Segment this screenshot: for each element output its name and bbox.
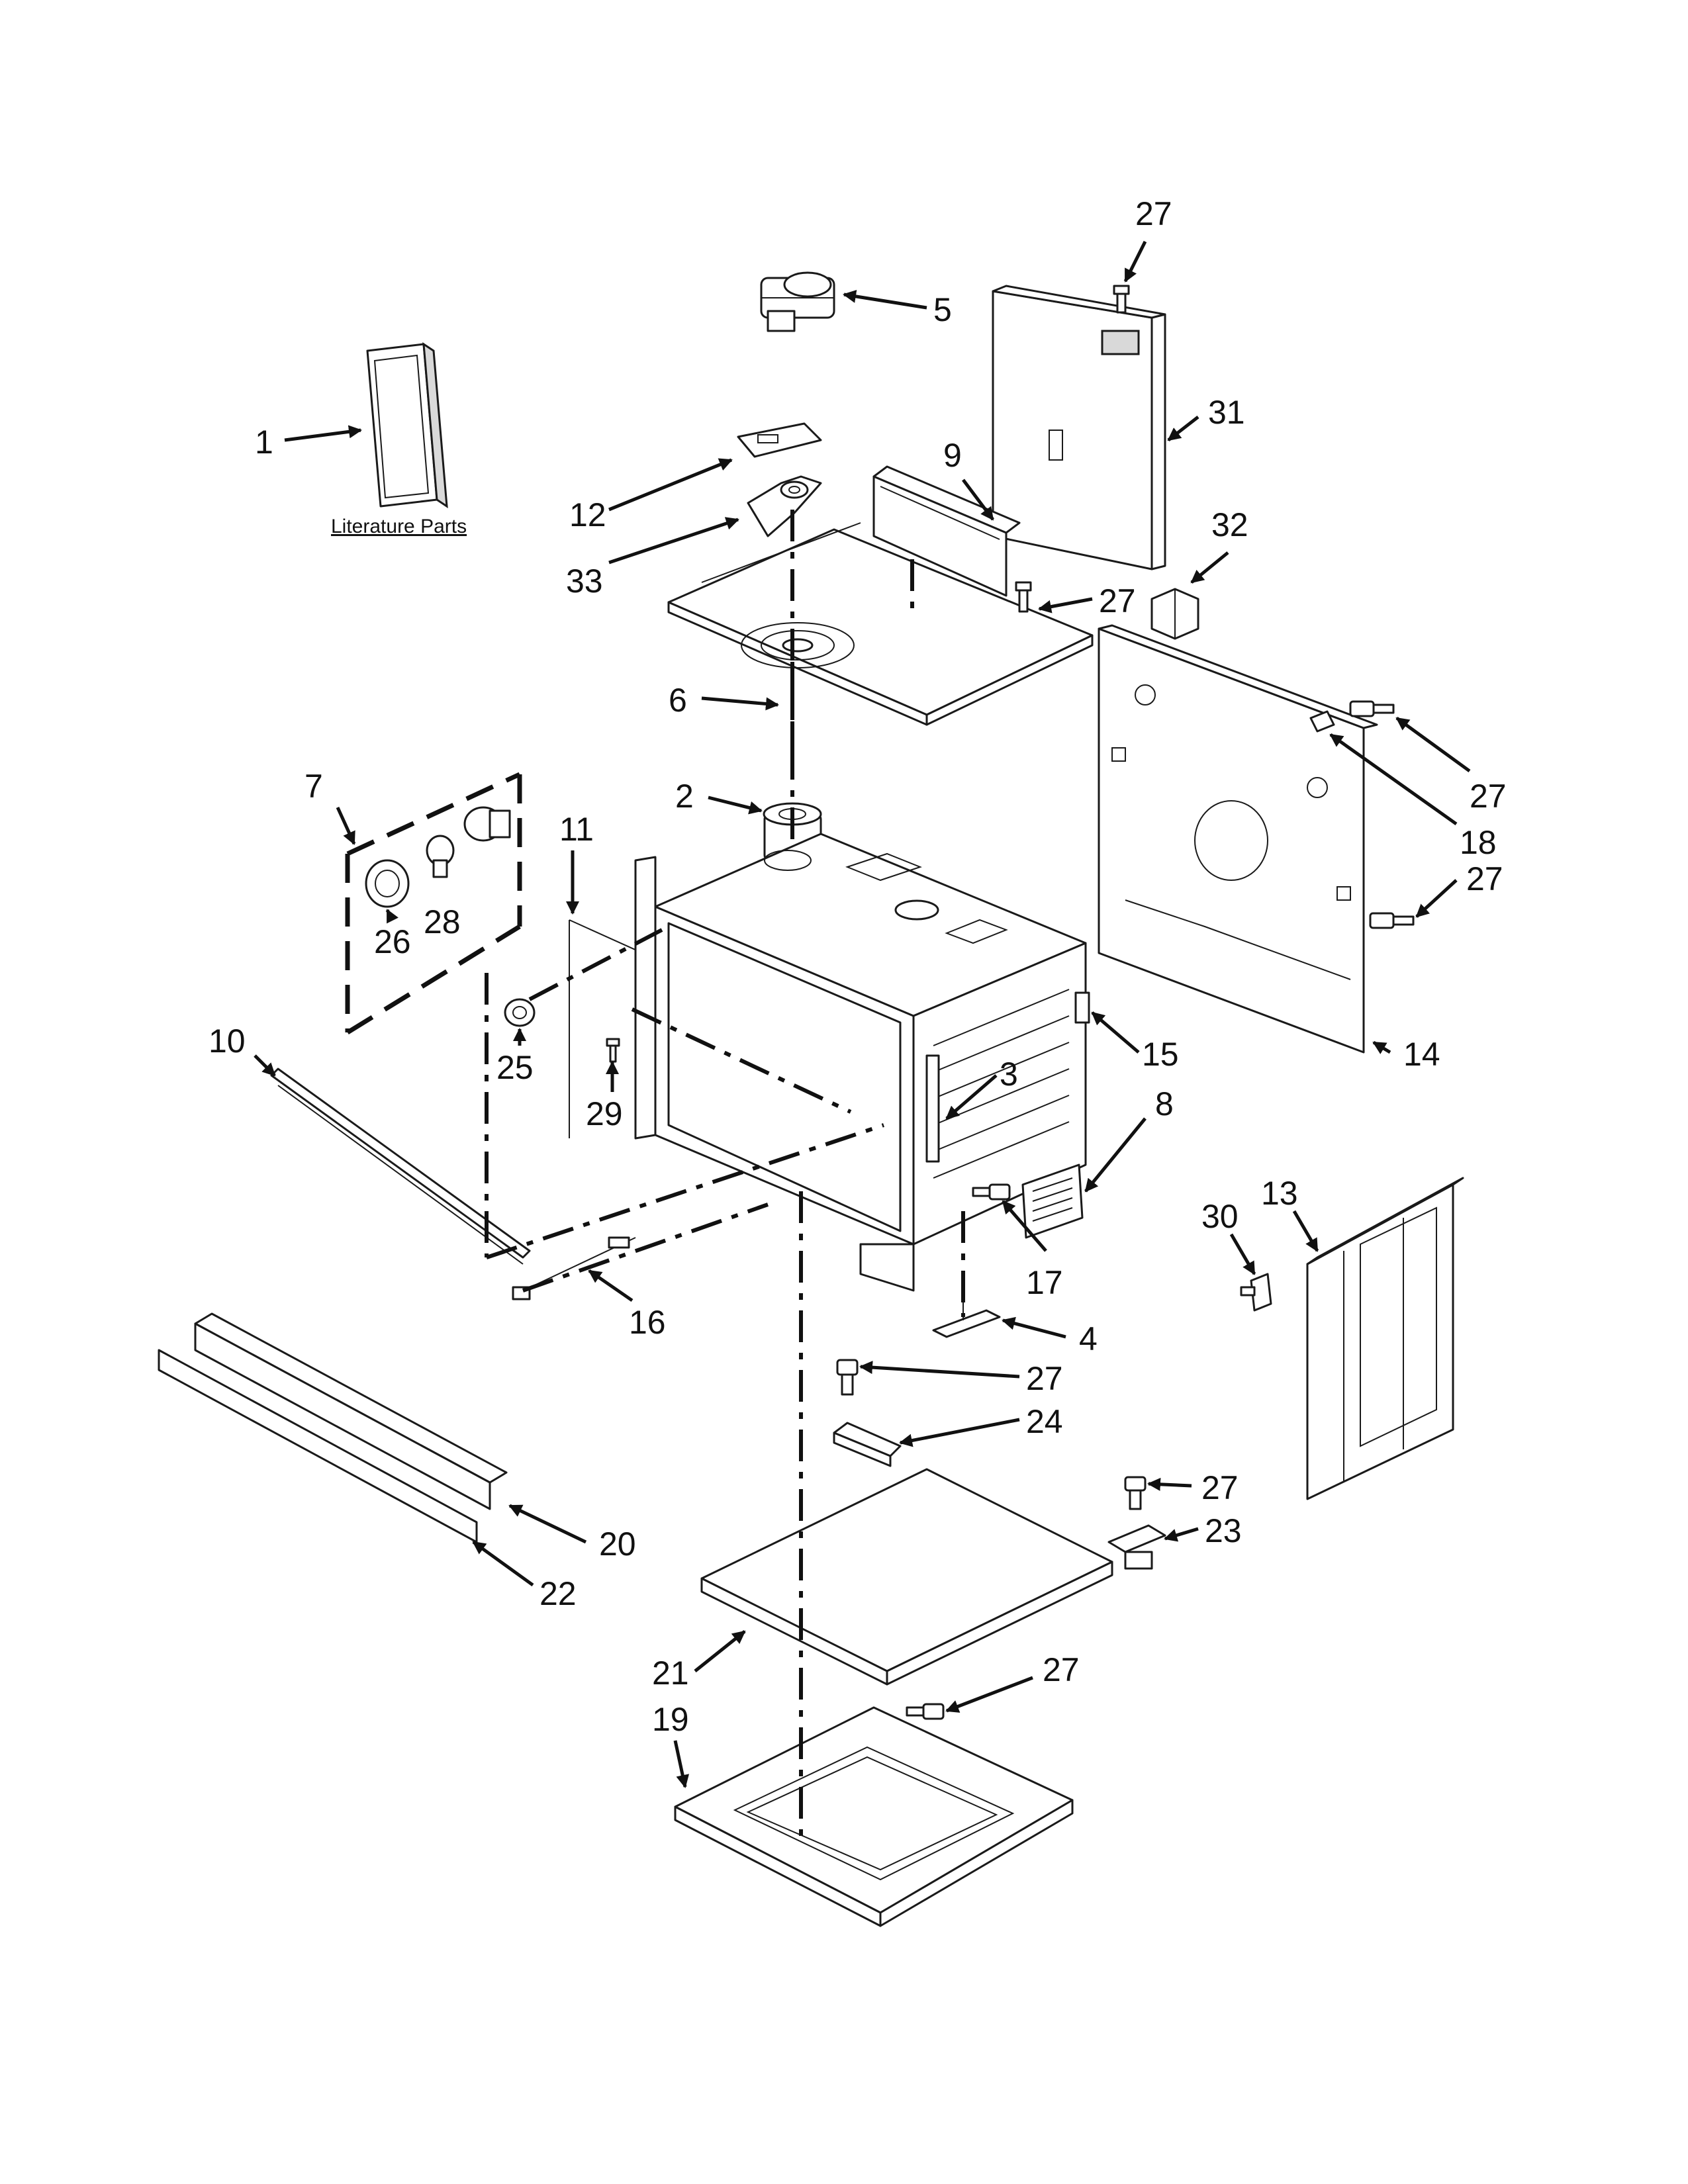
callout-4: 4 bbox=[1079, 1320, 1098, 1357]
side-panel-part bbox=[1306, 1177, 1464, 1500]
plug-part-25 bbox=[504, 998, 536, 1027]
callout-3: 3 bbox=[1000, 1056, 1018, 1093]
screw-part-23 bbox=[1124, 1476, 1147, 1510]
callout-31: 31 bbox=[1208, 394, 1245, 431]
vent-part-8 bbox=[1021, 1163, 1084, 1239]
callout-24: 24 bbox=[1026, 1403, 1063, 1440]
clip-part-32 bbox=[1150, 588, 1199, 640]
upper-rear-panel-part bbox=[992, 285, 1166, 570]
callout-27-top: 27 bbox=[1135, 195, 1172, 232]
oven-cavity-part bbox=[634, 833, 1087, 1292]
callout-17: 17 bbox=[1026, 1264, 1063, 1301]
callout-32: 32 bbox=[1211, 506, 1248, 543]
callout-25: 25 bbox=[496, 1049, 534, 1086]
rail-part-20 bbox=[194, 1312, 508, 1510]
assembly-lines bbox=[485, 510, 965, 1846]
bracket-part-24 bbox=[833, 1422, 902, 1467]
sensor-part-18 bbox=[1309, 700, 1395, 733]
screw-part-bracket bbox=[1015, 581, 1032, 613]
callout-27-mid: 27 bbox=[1026, 1360, 1063, 1397]
callout-27-bottom: 27 bbox=[1043, 1651, 1080, 1688]
callout-2: 2 bbox=[675, 778, 694, 815]
knob-kit-box bbox=[345, 772, 522, 1034]
mounting-bracket-part-33 bbox=[747, 475, 822, 537]
callout-9: 9 bbox=[943, 437, 962, 474]
screw-part-bottom bbox=[906, 1703, 945, 1720]
callout-11: 11 bbox=[559, 811, 594, 848]
callout-16: 16 bbox=[629, 1304, 666, 1341]
callout-33: 33 bbox=[566, 563, 603, 600]
lower-rear-panel-part bbox=[1098, 624, 1378, 1054]
callout-1: 1 bbox=[255, 424, 273, 461]
callout-29: 29 bbox=[586, 1095, 623, 1132]
knob-kit-part bbox=[365, 806, 511, 908]
callout-23: 23 bbox=[1205, 1512, 1242, 1549]
callout-22: 22 bbox=[539, 1575, 577, 1612]
callout-10: 10 bbox=[209, 1023, 246, 1060]
bottom-panel-part bbox=[674, 1706, 1074, 1927]
callout-20: 20 bbox=[599, 1525, 636, 1563]
callout-15: 15 bbox=[1142, 1036, 1179, 1073]
callout-27-right: 27 bbox=[1470, 778, 1507, 815]
callout-6: 6 bbox=[669, 682, 687, 719]
callout-28: 28 bbox=[424, 903, 461, 940]
callout-21: 21 bbox=[652, 1655, 689, 1692]
screw-part-right-lower bbox=[1369, 912, 1415, 929]
callout-26: 26 bbox=[374, 923, 411, 960]
callout-12: 12 bbox=[569, 496, 606, 533]
trim-strip-part-10 bbox=[270, 1068, 531, 1265]
callout-27-right-lower: 27 bbox=[1466, 860, 1503, 897]
callout-27-bracket: 27 bbox=[1099, 582, 1136, 619]
literature-parts-label: Literature Parts bbox=[331, 516, 467, 537]
literature-booklet bbox=[366, 342, 448, 508]
callout-8: 8 bbox=[1155, 1085, 1174, 1122]
callout-30: 30 bbox=[1201, 1198, 1239, 1235]
screw-part-top bbox=[1113, 285, 1130, 314]
switch-assembly-part bbox=[760, 271, 835, 332]
screw-part-17 bbox=[972, 1183, 1011, 1201]
screw-part-24 bbox=[836, 1359, 859, 1396]
callout-labels: 1 Literature Parts 5 27 31 9 12 32 33 27… bbox=[209, 195, 1507, 1738]
callout-18: 18 bbox=[1460, 824, 1497, 861]
callout-14: 14 bbox=[1403, 1036, 1440, 1073]
screw-part-29 bbox=[606, 1038, 620, 1063]
bottom-plate-part bbox=[700, 1468, 1113, 1686]
leader-arrows bbox=[254, 240, 1471, 1788]
callout-27-23: 27 bbox=[1201, 1469, 1239, 1506]
clip-part-30 bbox=[1240, 1273, 1272, 1312]
bracket-part-23 bbox=[1107, 1524, 1166, 1570]
callout-19: 19 bbox=[652, 1701, 689, 1738]
bracket-part-12 bbox=[737, 422, 822, 458]
callout-7: 7 bbox=[305, 768, 323, 805]
bracket-part-4 bbox=[932, 1284, 1001, 1338]
callout-5: 5 bbox=[933, 291, 952, 328]
clip-part-15 bbox=[1074, 991, 1090, 1024]
callout-13: 13 bbox=[1261, 1175, 1298, 1212]
oven-top-panel-part bbox=[667, 522, 1094, 726]
